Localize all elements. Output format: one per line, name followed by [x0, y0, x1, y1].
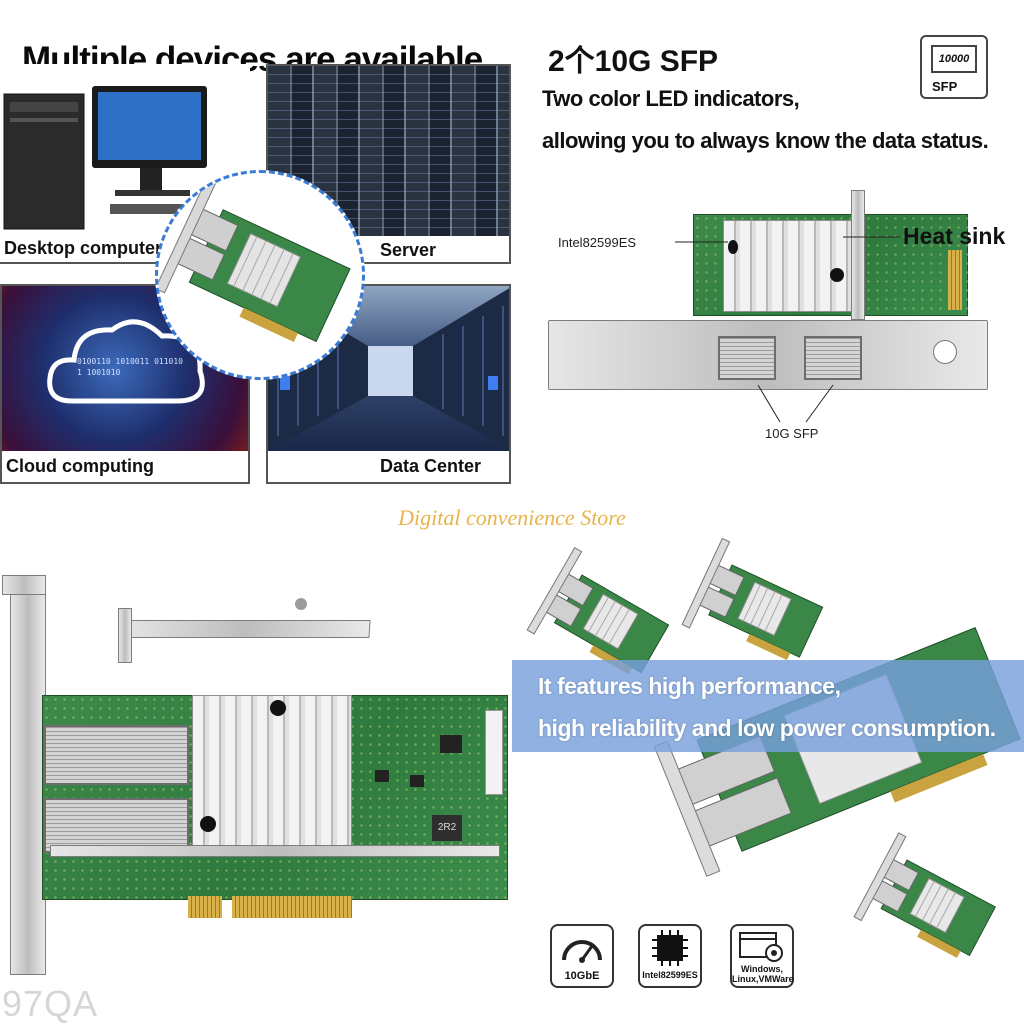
sfp-icon-speed: 10000 [931, 45, 977, 73]
corner-watermark: 97QA [2, 983, 99, 1024]
chip-feature-box: Intel82599ES [638, 924, 702, 988]
large-heatsink [192, 695, 352, 850]
network-card-illustration [158, 179, 351, 343]
store-watermark: Digital convenience Store [398, 505, 626, 530]
led-line-2: allowing you to always know the data sta… [542, 128, 989, 153]
performance-banner [512, 660, 1024, 752]
sfp-port-1 [718, 336, 776, 380]
large-sfp-port-1 [44, 725, 189, 785]
os-feature-box: Windows, Linux,VMWare [730, 924, 794, 988]
server-label: Server [380, 240, 437, 260]
desktop-tile: Desktop computer [0, 64, 250, 264]
sfp-ports-callout: 10G SFP [765, 426, 819, 441]
led-line-1: Two color LED indicators, [542, 86, 800, 111]
heatsink-callout: Heat sink [903, 223, 1006, 249]
os-feature-label: Windows, Linux,VMWare [732, 964, 794, 984]
callout-lines [675, 236, 900, 423]
chip-marking: 2R2 [432, 815, 462, 841]
desktop-label: Desktop computer [4, 238, 163, 258]
binary-digits: 0100110 1010011 0110101 1001010 [77, 357, 183, 377]
rear-post [851, 190, 865, 320]
speed-feature-label: 10GbE [564, 970, 600, 982]
cloud-icon [47, 319, 205, 404]
cloud-tile: 0100110 1010011 0110101 1001010 Cloud co… [0, 284, 250, 484]
sfp-10000-icon: 10000 SFP [920, 35, 988, 99]
cloud-label: Cloud computing [6, 456, 154, 476]
heatsink-component [723, 220, 853, 312]
sfp-icon-label: SFP [932, 79, 958, 94]
low-profile-bracket [119, 620, 371, 638]
pcie-contacts [948, 250, 962, 310]
chip-callout: Intel82599ES [558, 235, 637, 250]
sfp-title: 2个10G SFP [548, 45, 719, 78]
sfp-port-2 [804, 336, 862, 380]
chip-feature-label: Intel82599ES [642, 970, 698, 980]
datacenter-label: Data Center [380, 456, 482, 476]
speed-feature-box: 10GbE [550, 924, 614, 988]
banner-line-1: It features high performance, [538, 673, 841, 699]
banner-line-2: high reliability and low power consumpti… [538, 715, 996, 741]
desktop-computer-illustration [3, 86, 207, 230]
full-bracket-vertical [10, 575, 46, 975]
card-diagram [548, 190, 988, 405]
large-pcie-contacts [232, 896, 352, 918]
chip-icon [652, 930, 688, 966]
speedometer-icon [562, 940, 602, 963]
large-card-photo: 2R2 [0, 560, 512, 980]
network-card-circle-inset [155, 170, 365, 380]
windows-gear-icon [739, 932, 783, 962]
